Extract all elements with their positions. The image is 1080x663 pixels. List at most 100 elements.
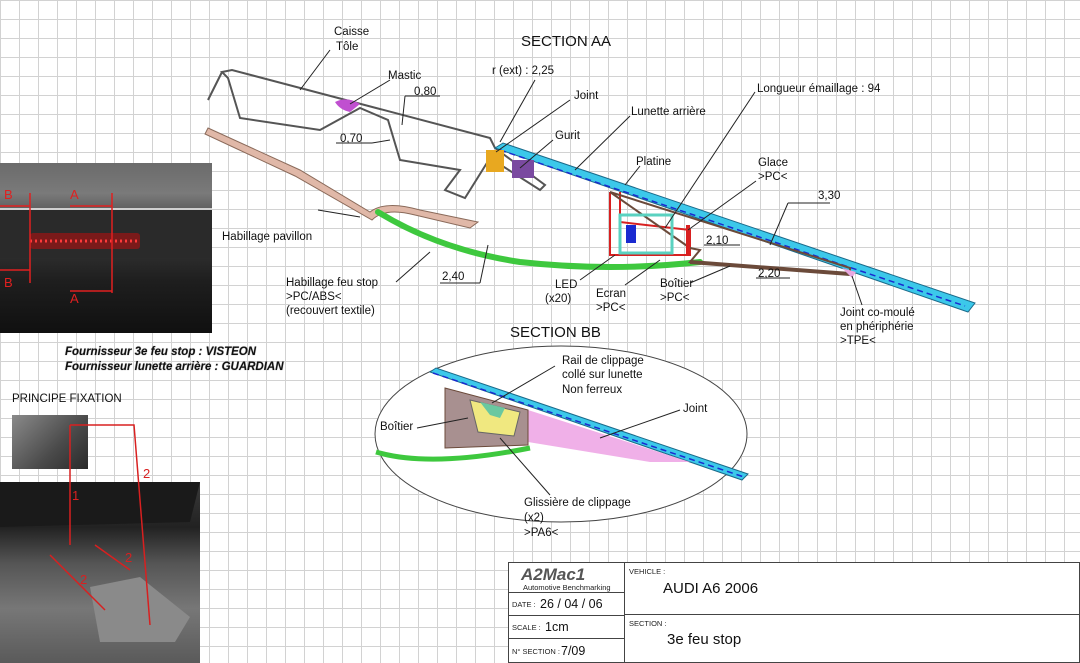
leader-lines — [299, 49, 863, 306]
boitier-arm — [689, 260, 851, 276]
label-habillage-feu-2: >PC/ABS< — [286, 291, 342, 303]
caisse-tole — [219, 68, 547, 200]
date-label: DATE : — [512, 600, 536, 609]
label-joint-co-1: Joint co-moulé — [840, 307, 915, 319]
fix-num-2a: 2 — [143, 466, 150, 481]
principe-fixation-title: PRINCIPE FIXATION — [12, 393, 122, 405]
section-value: 3e feu stop — [667, 631, 742, 648]
label-ecran-pc: >PC< — [596, 302, 626, 314]
label-caisse: Caisse — [334, 26, 369, 38]
section-bb-title: SECTION BB — [510, 324, 601, 341]
label-ecran: Ecran — [596, 288, 626, 300]
label-habillage-feu-1: Habillage feu stop — [286, 277, 378, 289]
section-aa-title: SECTION AA — [521, 33, 611, 50]
caisse-edge — [207, 71, 223, 101]
logo-text: A2Mac1 — [521, 565, 586, 584]
logo-sub: Automotive Benchmarking — [523, 583, 611, 592]
label-boitier: Boîtier — [660, 278, 693, 290]
ecran — [618, 213, 674, 255]
dim-070: 0,70 — [340, 133, 362, 145]
bb-enamel — [432, 372, 745, 478]
label-platine: Platine — [636, 156, 671, 168]
bb-joint — [528, 410, 690, 462]
dim-210: 2,10 — [706, 235, 728, 247]
label-glissiere-1: Glissière de clippage — [524, 497, 631, 509]
scale-label: SCALE : — [512, 623, 541, 632]
joint-comoule — [842, 268, 856, 278]
label-glace: Glace — [758, 157, 788, 169]
label-bb-boitier: Boîtier — [380, 421, 413, 433]
housing-dark — [0, 482, 200, 527]
fix-num-1: 1 — [72, 488, 79, 503]
scale-cell: SCALE : 1cm — [509, 616, 625, 639]
nsection-cell: N° SECTION : 7/09 — [509, 639, 625, 663]
label-habillage-feu-3: (recouvert textile) — [286, 305, 375, 317]
mark-a-top: A — [70, 187, 79, 202]
vehicle-cell: VEHICLE : AUDI A6 2006 — [625, 563, 1079, 615]
fix-num-2b: 2 — [125, 550, 132, 565]
fix-num-2c: 2 — [80, 572, 87, 587]
label-led-count: (x20) — [545, 293, 571, 305]
label-joint: Joint — [574, 90, 599, 102]
mark-b-top: B — [4, 187, 13, 202]
bb-glass — [428, 367, 749, 481]
label-lunette: Lunette arrière — [631, 106, 706, 118]
title-block: A2Mac1 Automotive Benchmarking DATE : 26… — [508, 562, 1080, 663]
vehicle-label: VEHICLE : — [629, 567, 666, 576]
habillage-pavillon — [204, 127, 480, 229]
section-label: SECTION : — [629, 619, 667, 628]
fixation-arrows — [49, 424, 151, 626]
mark-a-bottom: A — [70, 291, 79, 306]
date-cell: DATE : 26 / 04 / 06 — [509, 593, 625, 616]
dim-240: 2,40 — [442, 271, 464, 283]
supplier-guardian: Fournisseur lunette arrière : GUARDIAN — [65, 361, 284, 373]
label-tole: Tôle — [336, 41, 358, 53]
cover-part — [90, 577, 190, 642]
nsection-value: 7/09 — [561, 644, 586, 658]
enamel-line — [499, 149, 966, 307]
label-rail-2: collé sur lunette — [562, 369, 643, 381]
label-rail-1: Rail de clippage — [562, 355, 644, 367]
gurit-part — [512, 160, 534, 178]
bb-habillage — [375, 445, 531, 462]
scale-value: 1cm — [545, 620, 569, 634]
date-value: 26 / 04 / 06 — [540, 597, 603, 611]
vehicle-value: AUDI A6 2006 — [663, 580, 759, 597]
section-bb-detail — [375, 367, 749, 481]
dim-330: 3,30 — [818, 190, 840, 202]
label-rail-3: Non ferreux — [562, 384, 622, 396]
mastic-bead — [335, 99, 360, 112]
label-boitier-pc: >PC< — [660, 292, 690, 304]
bb-rail — [480, 402, 505, 418]
tail-light-photo-overlay: B B A A — [0, 187, 212, 306]
label-gurit: Gurit — [555, 130, 581, 142]
nsection-label: N° SECTION : — [512, 647, 561, 656]
label-glissiere-2: (x2) — [524, 512, 544, 524]
led — [626, 225, 636, 243]
clip-photo — [12, 415, 88, 469]
dim-220: 2,20 — [758, 268, 780, 280]
boitier — [609, 191, 851, 276]
logo-cell: A2Mac1 Automotive Benchmarking — [509, 563, 625, 593]
dim-080: 0,80 — [414, 86, 436, 98]
tail-light-photo: B B A A — [0, 163, 212, 333]
section-cell: SECTION : 3e feu stop — [625, 615, 1079, 663]
fixation-photo-overlay — [0, 482, 200, 642]
label-joint-co-3: >TPE< — [840, 335, 876, 347]
label-bb-joint: Joint — [683, 403, 708, 415]
label-glissiere-3: >PA6< — [524, 527, 559, 539]
label-led: LED — [555, 279, 577, 291]
mark-b-bottom: B — [4, 275, 13, 290]
joint-part — [486, 150, 504, 172]
label-joint-co-2: en phériphérie — [840, 321, 914, 333]
label-habillage-pavillon: Habillage pavillon — [222, 231, 312, 243]
label-longueur: Longueur émaillage : 94 — [757, 83, 881, 95]
supplier-visteon: Fournisseur 3e feu stop : VISTEON — [65, 346, 257, 358]
label-glace-pc: >PC< — [758, 171, 788, 183]
bb-leaders — [416, 365, 681, 496]
habillage-feu-stop — [375, 209, 703, 270]
label-r-ext: r (ext) : 2,25 — [492, 65, 554, 77]
label-mastic: Mastic — [388, 70, 421, 82]
